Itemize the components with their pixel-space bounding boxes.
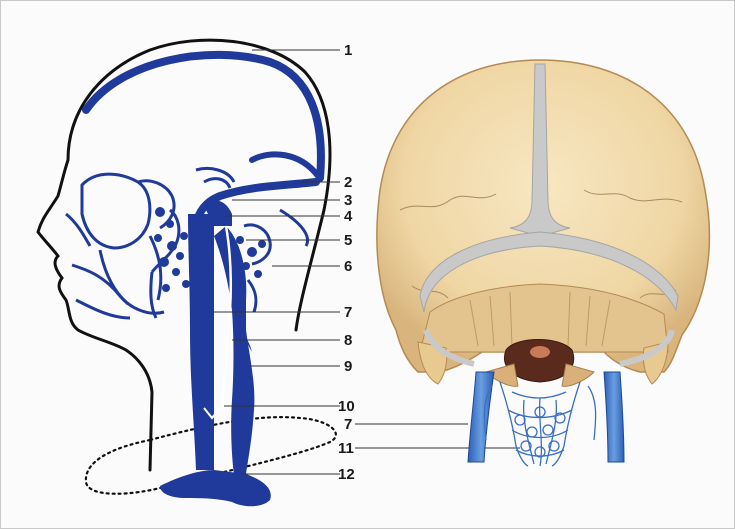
label-8: 8 [344,332,352,349]
sinus-arch [86,55,321,178]
callout-labels: 1 2 3 4 5 6 7 8 9 10 7 11 12 [338,42,355,483]
label-10: 10 [338,398,355,415]
label-2: 2 [344,174,352,191]
right-internal-jugular [604,372,624,462]
label-1: 1 [344,42,352,59]
label-5: 5 [344,232,352,249]
vertebral-venous-plexus [484,382,595,466]
label-6: 6 [344,258,352,275]
label-4: 4 [344,208,353,225]
label-7b: 7 [344,416,352,433]
label-9: 9 [344,358,352,375]
posterior-skull [377,60,710,466]
label-3: 3 [344,192,352,209]
label-7: 7 [344,304,352,321]
label-11: 11 [338,440,354,457]
label-12: 12 [338,466,355,483]
facial-venous-network [66,169,308,319]
